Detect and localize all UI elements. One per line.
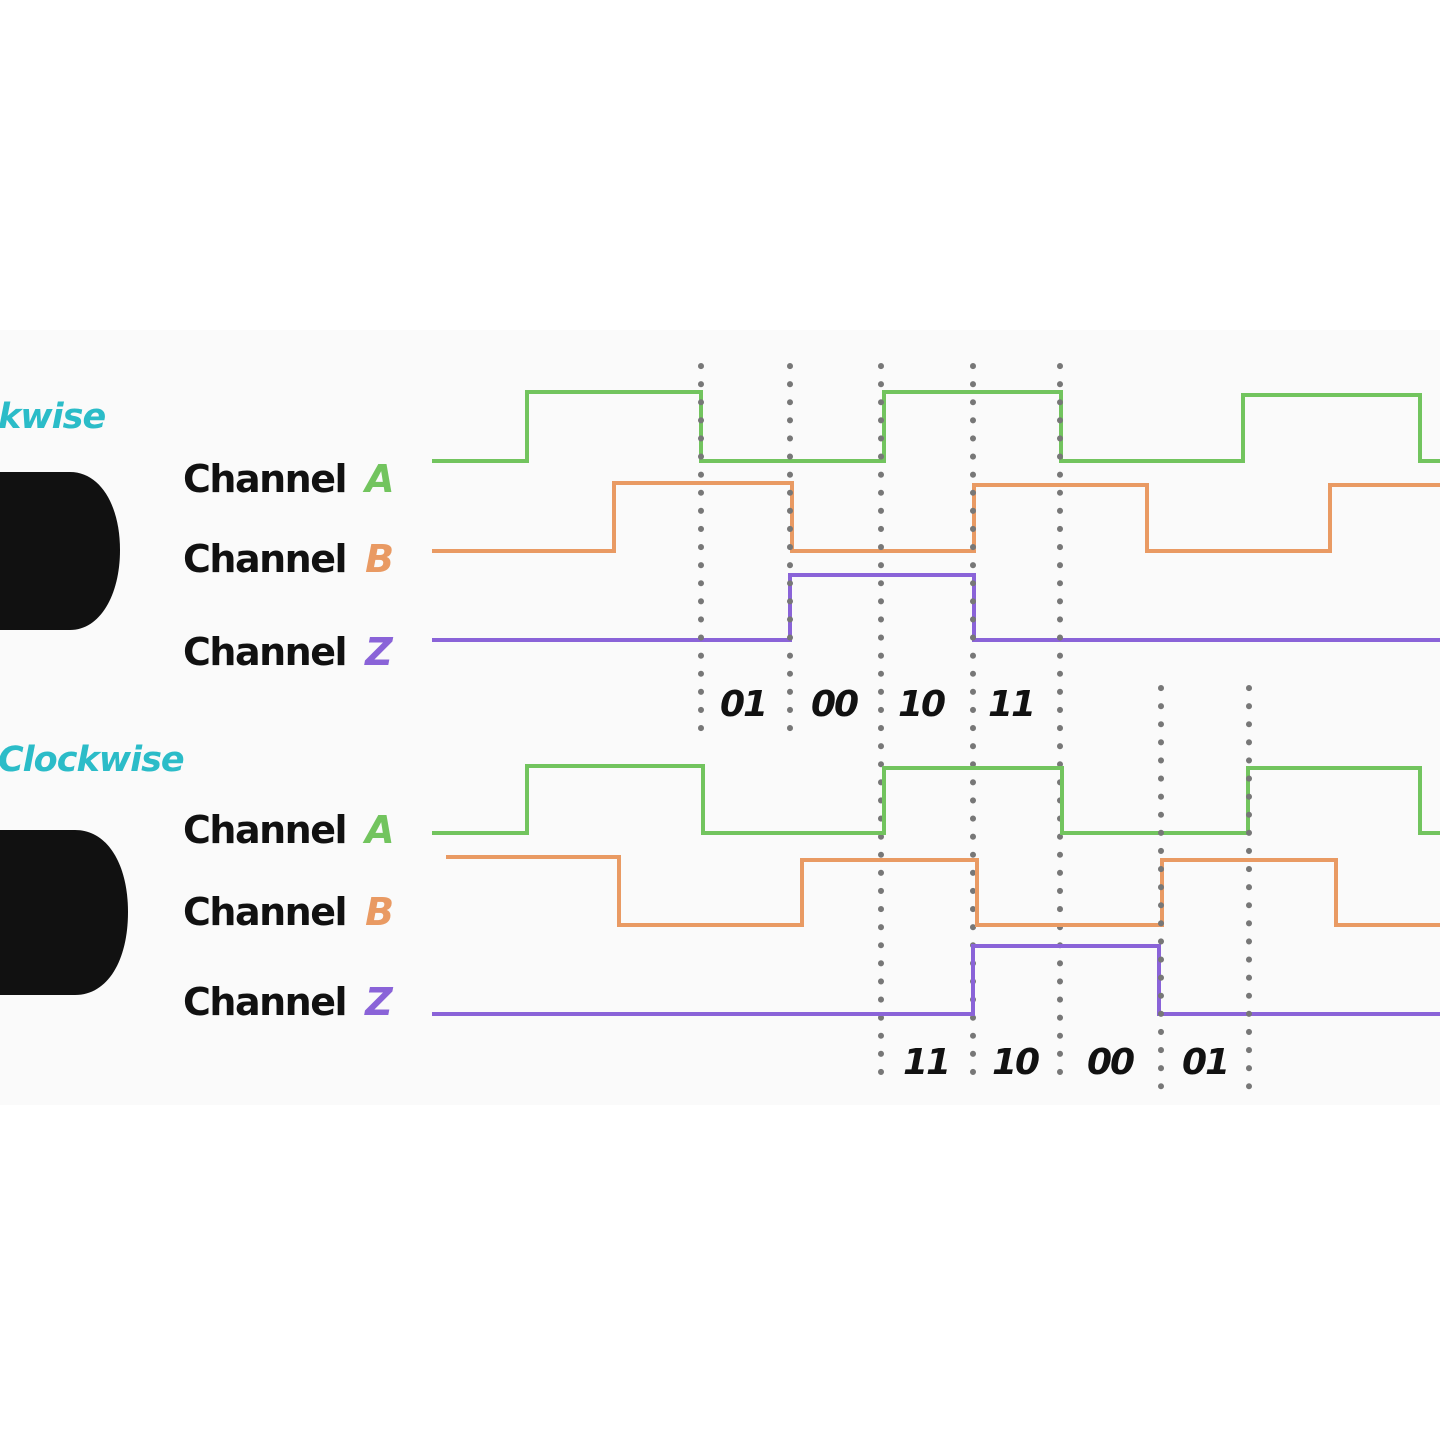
section-1-channel-a-waveform: [432, 390, 1440, 463]
section-1-state-label: 01: [720, 684, 766, 725]
section-1-channel-a-label: Channel A: [183, 457, 395, 501]
channel-z-letter: Z: [364, 630, 394, 674]
section-1-state-label: 11: [988, 684, 1034, 725]
section-1-channel-z-waveform: [432, 573, 1440, 642]
section-2-channel-a-label: Channel A: [183, 808, 395, 852]
channel-a-letter: A: [362, 808, 394, 852]
section-2-encoder-knob-icon: [0, 830, 128, 995]
section-2-state-label: 11: [903, 1042, 949, 1083]
section-1-channel-b-label: Channel B: [183, 537, 394, 581]
channel-z-letter: Z: [364, 980, 394, 1024]
channel-b-letter: B: [365, 890, 394, 934]
section-2-state-label: 10: [992, 1042, 1039, 1083]
section-2-title: Clockwise: [0, 740, 184, 780]
section-2-channel-b-waveform: [446, 855, 1440, 927]
section-1-channel-z-label: Channel Z: [183, 630, 394, 674]
channel-a-letter: A: [362, 457, 394, 501]
section-2-channel-z-waveform: [432, 944, 1440, 1016]
section-1-state-label: 10: [898, 684, 945, 725]
section-1-channel-b-waveform: [432, 481, 1440, 553]
section-2-channel-b-label: Channel B: [183, 890, 394, 934]
section-2-channel-a-waveform: [432, 764, 1440, 835]
section-1-state-label: 00: [811, 684, 858, 725]
section-1-title: kwise: [0, 397, 105, 437]
channel-b-letter: B: [365, 537, 394, 581]
section-2-channel-z-label: Channel Z: [183, 980, 394, 1024]
section-1-encoder-knob-icon: [0, 472, 120, 630]
section-2-state-label: 01: [1182, 1042, 1228, 1083]
section-2-state-label: 00: [1087, 1042, 1134, 1083]
